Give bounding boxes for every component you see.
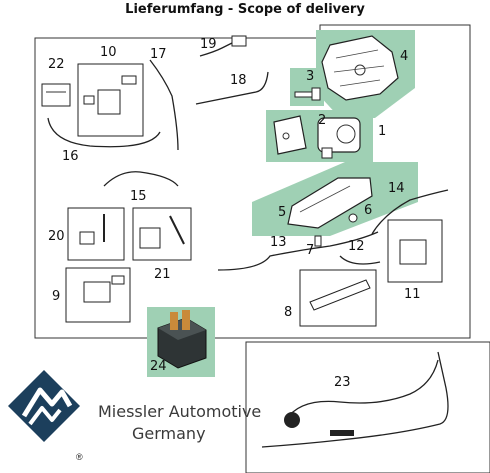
- callout-2: 2: [318, 113, 326, 128]
- part-6-fastener: [348, 213, 358, 223]
- part-23-frame: [245, 341, 490, 473]
- part-5-skid-plate: [287, 177, 373, 229]
- callout-18: 18: [230, 73, 247, 88]
- part-8-box: [299, 269, 377, 327]
- callout-14: 14: [388, 181, 405, 196]
- callout-19: 19: [200, 37, 217, 52]
- callout-15: 15: [130, 189, 147, 204]
- part-2-bracket: [273, 115, 307, 155]
- part-7-fastener: [314, 235, 322, 247]
- callout-6: 6: [364, 203, 372, 218]
- part-24-relay: [157, 310, 207, 369]
- part-19: [231, 35, 247, 47]
- callout-17: 17: [150, 47, 167, 62]
- line-23b: [285, 359, 439, 421]
- callout-11: 11: [404, 287, 421, 302]
- line-14: [371, 189, 449, 235]
- line-19: [199, 39, 239, 57]
- callout-1: 1: [378, 124, 386, 139]
- callout-4: 4: [400, 49, 408, 64]
- line-17: [149, 59, 179, 151]
- part-10-box: [77, 63, 144, 137]
- callout-9: 9: [52, 289, 60, 304]
- part-22-module: [41, 83, 71, 107]
- part-4-housing: [321, 35, 399, 101]
- part-20-box: [67, 207, 125, 261]
- callout-20: 20: [48, 229, 65, 244]
- part-9-box: [65, 267, 131, 323]
- registered-mark: ®: [76, 452, 83, 462]
- callout-16: 16: [62, 149, 79, 164]
- brand-country: Germany: [132, 424, 206, 443]
- brand-logo: [8, 370, 80, 442]
- part-21-box: [132, 207, 192, 261]
- line-23: [261, 351, 449, 448]
- callout-3: 3: [306, 69, 314, 84]
- callout-5: 5: [278, 205, 286, 220]
- callout-7: 7: [306, 243, 314, 258]
- part-1-pump: [317, 117, 361, 159]
- callout-24: 24: [150, 359, 167, 374]
- callout-21: 21: [154, 267, 171, 282]
- callout-8: 8: [284, 305, 292, 320]
- line-15: [103, 171, 179, 187]
- callout-23: 23: [334, 375, 351, 390]
- callout-22: 22: [48, 57, 65, 72]
- callout-13: 13: [270, 235, 287, 250]
- part-3-bolt: [294, 87, 321, 101]
- line-13: [217, 231, 379, 271]
- callout-10: 10: [100, 45, 117, 60]
- line-12: [339, 255, 381, 265]
- callout-12: 12: [348, 239, 365, 254]
- part-11-box: [387, 219, 443, 283]
- page-title: Lieferumfang - Scope of delivery: [125, 2, 365, 17]
- line-16: [47, 117, 161, 148]
- brand-name: Miessler Automotive: [98, 402, 262, 421]
- line-18: [195, 71, 269, 105]
